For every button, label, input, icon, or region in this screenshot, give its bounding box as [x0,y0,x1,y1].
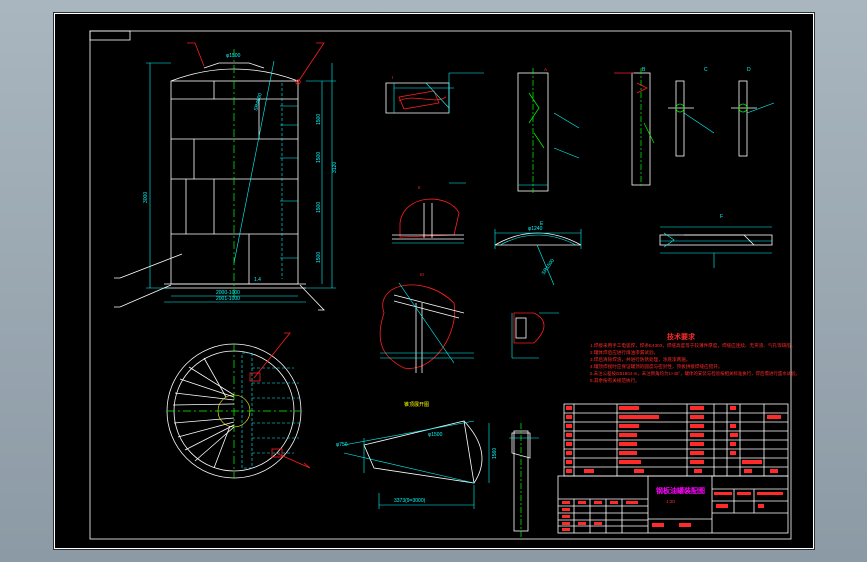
dim-segment-3: 1500 [316,202,322,213]
dim-cone-side: 1560 [492,448,498,459]
dim-cone-bottom: 3373(9=3000) [394,498,426,504]
title-block-scale: 1:20 [666,499,675,504]
dim-top-diameter: φ1500 [226,53,241,59]
section-label-b: B [642,67,646,73]
tank-shell [170,80,299,285]
dim-cone-left: φ750 [336,442,348,448]
frame-corner-tag [89,30,131,41]
dim-bottom-2: 2001-1000 [216,296,240,302]
section-label-i: I [392,75,393,80]
section-label-ii: II [418,185,421,190]
detail-view-ii [392,182,466,244]
dim-height: 3000 [143,192,149,203]
tank-elevation-view [114,42,336,311]
dim-dish-width: φ1240 [528,226,543,232]
title-block-name: 钢板油罐装配图 [656,486,705,495]
dim-segment-2: 1500 [316,152,322,163]
tank-bottom-plan [166,332,311,479]
parts-list-table [563,403,789,477]
dim-cone-right: φ1500 [428,432,443,438]
cone-development-view [343,420,490,509]
dim-segment-1: 1500 [316,114,322,125]
inner-frame [89,30,792,540]
detail-view-i [385,72,484,114]
drawing-sheet: φ1500 SR4600 3000 3120 1500 1500 1500 15… [54,13,814,549]
dim-bottom-small: 1.4 [254,277,261,283]
nozzle-detail [511,312,559,359]
cad-drawing: φ1500 SR4600 3000 3120 1500 1500 1500 15… [54,13,814,549]
weld-detail-a [517,68,580,193]
dim-dome-radius: SR4600 [253,92,264,111]
dim-bottom-1: 2000-1000 [216,290,240,296]
section-label-c: C [704,67,708,73]
weld-detail-b [614,68,655,188]
tech-note-2: 2.罐体焊后应进行煤油渗漏试验。 [590,349,658,356]
tech-note-6: 6.其余按有关规范执行。 [590,377,640,384]
section-label-d: D [747,67,751,73]
dish-head-view [494,229,582,286]
section-label-e: E [540,221,544,227]
dim-dish-radius: SR1500 [541,258,556,276]
section-label-iii: III [420,272,424,277]
tech-note-3: 3.焊后清除焊渣，并进行防锈处理，涂底漆两遍。 [590,356,690,363]
detail-view-iii [379,282,474,373]
dim-segment-4: 1500 [316,252,322,263]
tech-note-4: 4.罐顶焊接时应保证罐顶的圆度与密封性，顶板拼接焊缝应错开。 [590,363,722,370]
tech-note-5: 5.未注公差按GB1804-m，未注倒角均为1×45°，罐体的安装与检验按相关标… [590,370,800,377]
cone-development-title: 锥顶展开图 [404,401,429,408]
plate-weld-detail [659,226,773,268]
section-label-f: F [720,214,723,220]
tech-note-1: 1.焊接采用手工电弧焊，焊条E4303，焊缝高度等于较薄件厚度，焊缝应连续、无夹… [590,342,795,349]
dim-right-total: 3120 [332,162,338,173]
vertical-part-view [509,423,539,538]
weld-detail-c [668,80,775,157]
tech-notes-title: 技术要求 [667,332,696,341]
outer-frame [54,13,814,549]
title-block [557,475,789,534]
section-label-a: A [544,67,548,72]
